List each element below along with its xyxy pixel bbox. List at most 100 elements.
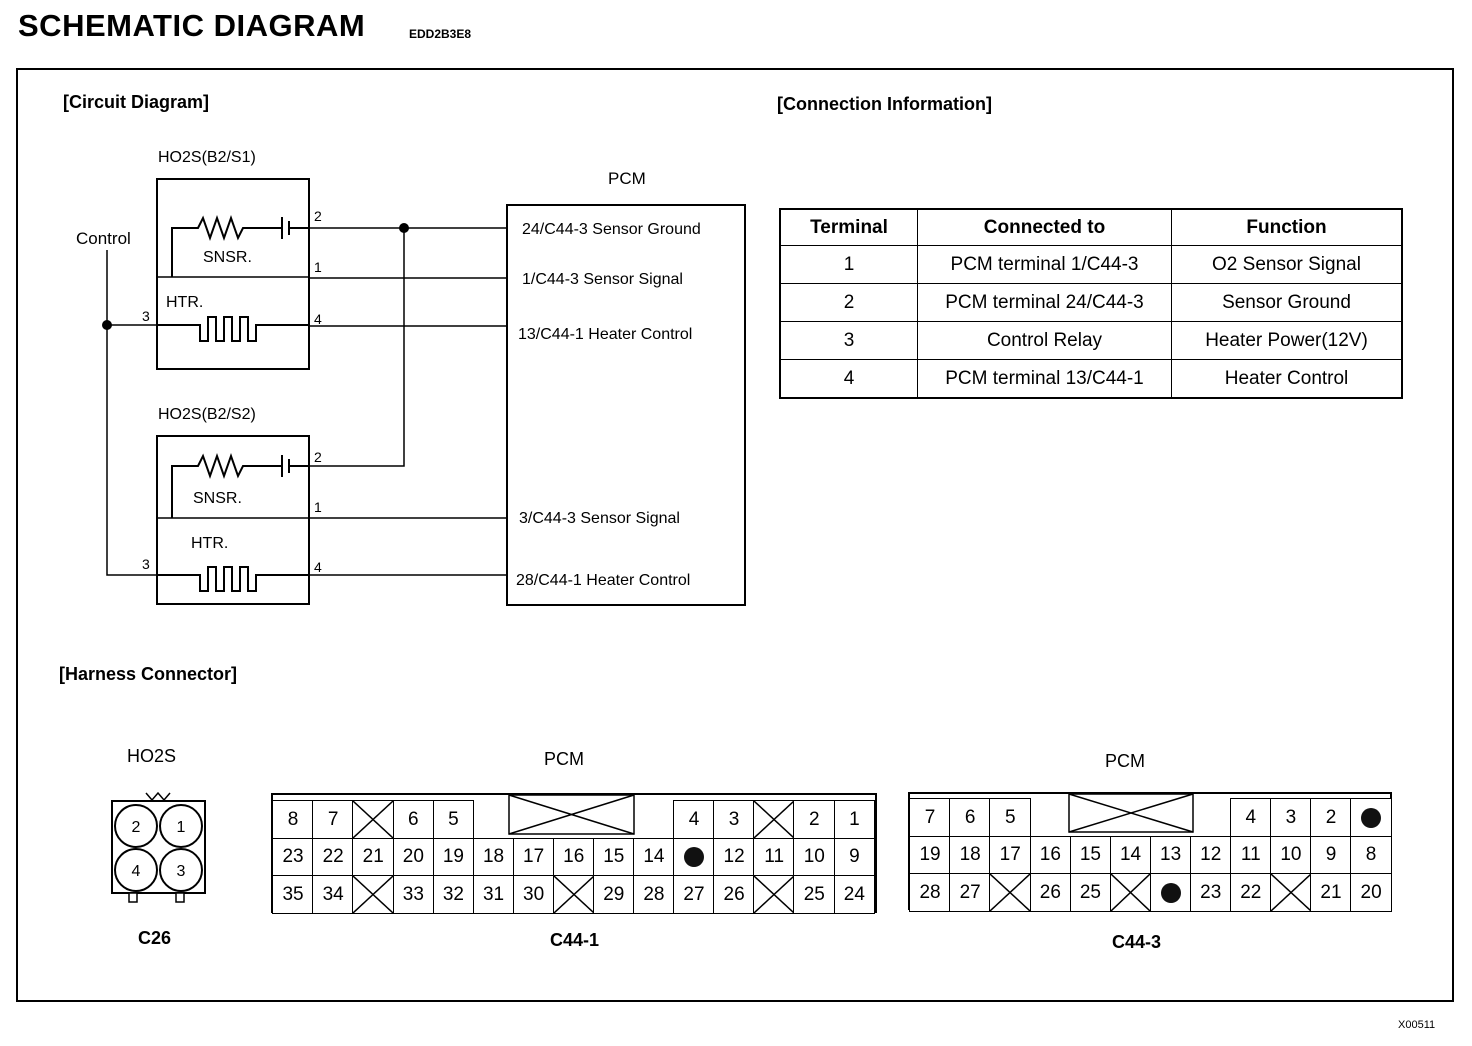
pin-cell: 10 (793, 837, 836, 877)
sensor1-pin: 2 (314, 208, 322, 224)
ho2s-pin: 3 (177, 863, 186, 880)
wire-ground-junction (309, 228, 405, 467)
pin-cell: 5 (989, 798, 1032, 838)
pin-cell: 4 (673, 800, 715, 840)
pin-cell: 9 (833, 837, 876, 877)
pin-cell: 25 (1069, 873, 1112, 913)
pin-cell: 19 (909, 835, 951, 875)
document-title: SCHEMATIC DIAGRAM (18, 8, 366, 43)
pin-cell-empty (1070, 798, 1112, 837)
table-cell: Heater Control (1171, 359, 1403, 399)
table-row: 3 Control Relay Heater Power(12V) (779, 321, 1403, 360)
table-cell: 1 (779, 245, 918, 284)
sensor1-box (156, 178, 310, 370)
pin-cell: 11 (753, 837, 795, 877)
table-cell: PCM terminal 1/C44-3 (917, 245, 1172, 284)
sensor2-pin: 3 (142, 556, 150, 572)
ho2s-pin: 1 (177, 819, 186, 836)
table-row: 2 PCM terminal 24/C44-3 Sensor Ground (779, 283, 1403, 322)
table-cell: 3 (779, 321, 918, 360)
sensor1-name: HO2S(B2/S1) (158, 149, 256, 166)
sensor2-pin: 2 (314, 449, 322, 465)
pin-cell: 10 (1270, 835, 1312, 875)
sensor1-resistor (171, 214, 282, 277)
pin-cell: 7 (312, 800, 354, 840)
pin-cell: 9 (1310, 835, 1352, 875)
pin-cell-empty (633, 800, 675, 839)
connection-info-title: [Connection Information] (777, 94, 992, 114)
pcm-label: PCM (608, 169, 646, 188)
pin-cell: 14 (633, 837, 675, 877)
pcm-terminal-label: 28/C44-1 Heater Control (516, 572, 690, 589)
sensor1-pin: 4 (314, 311, 322, 327)
c44-1-caption: PCM (544, 749, 584, 769)
pin-cell: 16 (552, 837, 595, 877)
pin-cell: 2 (1310, 798, 1352, 838)
pin-cell-unused (753, 800, 795, 840)
sensor2-pin: 1 (314, 499, 322, 515)
ho2s-pin: 2 (132, 819, 141, 836)
pin-cell: 27 (673, 875, 715, 915)
pin-cell: 6 (392, 800, 435, 840)
pcm-terminal-label: 1/C44-3 Sensor Signal (522, 271, 683, 288)
pin-cell: 3 (713, 800, 755, 840)
pin-cell: 24 (833, 875, 876, 915)
pin-cell-empty (553, 800, 595, 839)
junction-dot (102, 320, 112, 330)
sensor1-snsr-label: SNSR. (203, 249, 252, 266)
pin-cell: 15 (1069, 835, 1112, 875)
pin-cell: 31 (472, 875, 515, 915)
pin-cell: 32 (432, 875, 475, 915)
pin-cell-empty (473, 800, 515, 839)
pcm-box (506, 204, 746, 606)
sensor1-pin: 1 (314, 259, 322, 275)
sensor2-box (156, 435, 310, 605)
junction-dot (399, 223, 409, 233)
pin-cell-used-dot (673, 837, 715, 877)
pin-cell: 30 (512, 875, 555, 915)
sensor2-htr-label: HTR. (191, 535, 228, 552)
pin-cell-unused (1109, 873, 1152, 913)
pin-cell: 28 (909, 873, 951, 913)
pin-cell-empty (1030, 798, 1072, 837)
pin-cell-unused (352, 875, 395, 915)
ho2s-connector (111, 791, 206, 903)
pin-cell-empty (1190, 798, 1232, 837)
pin-cell-empty (593, 800, 635, 839)
control-label: Control (76, 229, 131, 248)
sensor1-heater (186, 316, 309, 342)
pin-cell: 22 (312, 837, 354, 877)
circuit-diagram-title: [Circuit Diagram] (63, 92, 210, 112)
ho2s-connector-id: C26 (138, 928, 172, 948)
c44-1-id: C44-1 (550, 930, 600, 950)
table-cell: Heater Power(12V) (1171, 321, 1403, 360)
pin-cell: 14 (1109, 835, 1152, 875)
pin-cell: 33 (392, 875, 435, 915)
sensor1-pin: 3 (142, 308, 150, 324)
table-cell: PCM terminal 13/C44-1 (917, 359, 1172, 399)
pin-cell: 7 (909, 798, 951, 838)
ho2s-pin: 4 (132, 863, 141, 880)
pin-cell: 28 (633, 875, 675, 915)
table-header-row: Terminal Connected to Function (779, 208, 1403, 246)
pin-cell: 29 (593, 875, 635, 915)
pin-cell-unused (753, 875, 795, 915)
column-header: Terminal (779, 208, 918, 246)
pin-cell: 26 (713, 875, 755, 915)
connection-info-table: Terminal Connected to Function 1 PCM ter… (779, 208, 1403, 399)
table-cell: PCM terminal 24/C44-3 (917, 283, 1172, 322)
pin-cell: 2 (793, 800, 836, 840)
pcm-terminal-label: 13/C44-1 Heater Control (518, 326, 692, 343)
pin-cell: 15 (593, 837, 635, 877)
sensor2-pin: 4 (314, 559, 322, 575)
pin-cell: 34 (312, 875, 354, 915)
pin-cell: 21 (352, 837, 395, 877)
pin-cell-empty (513, 800, 555, 839)
sensor2-resistor (171, 452, 282, 518)
pin-cell: 4 (1230, 798, 1272, 838)
pin-cell-used-dot (1149, 873, 1192, 913)
pin-cell: 21 (1310, 873, 1352, 913)
pin-cell: 35 (272, 875, 314, 915)
